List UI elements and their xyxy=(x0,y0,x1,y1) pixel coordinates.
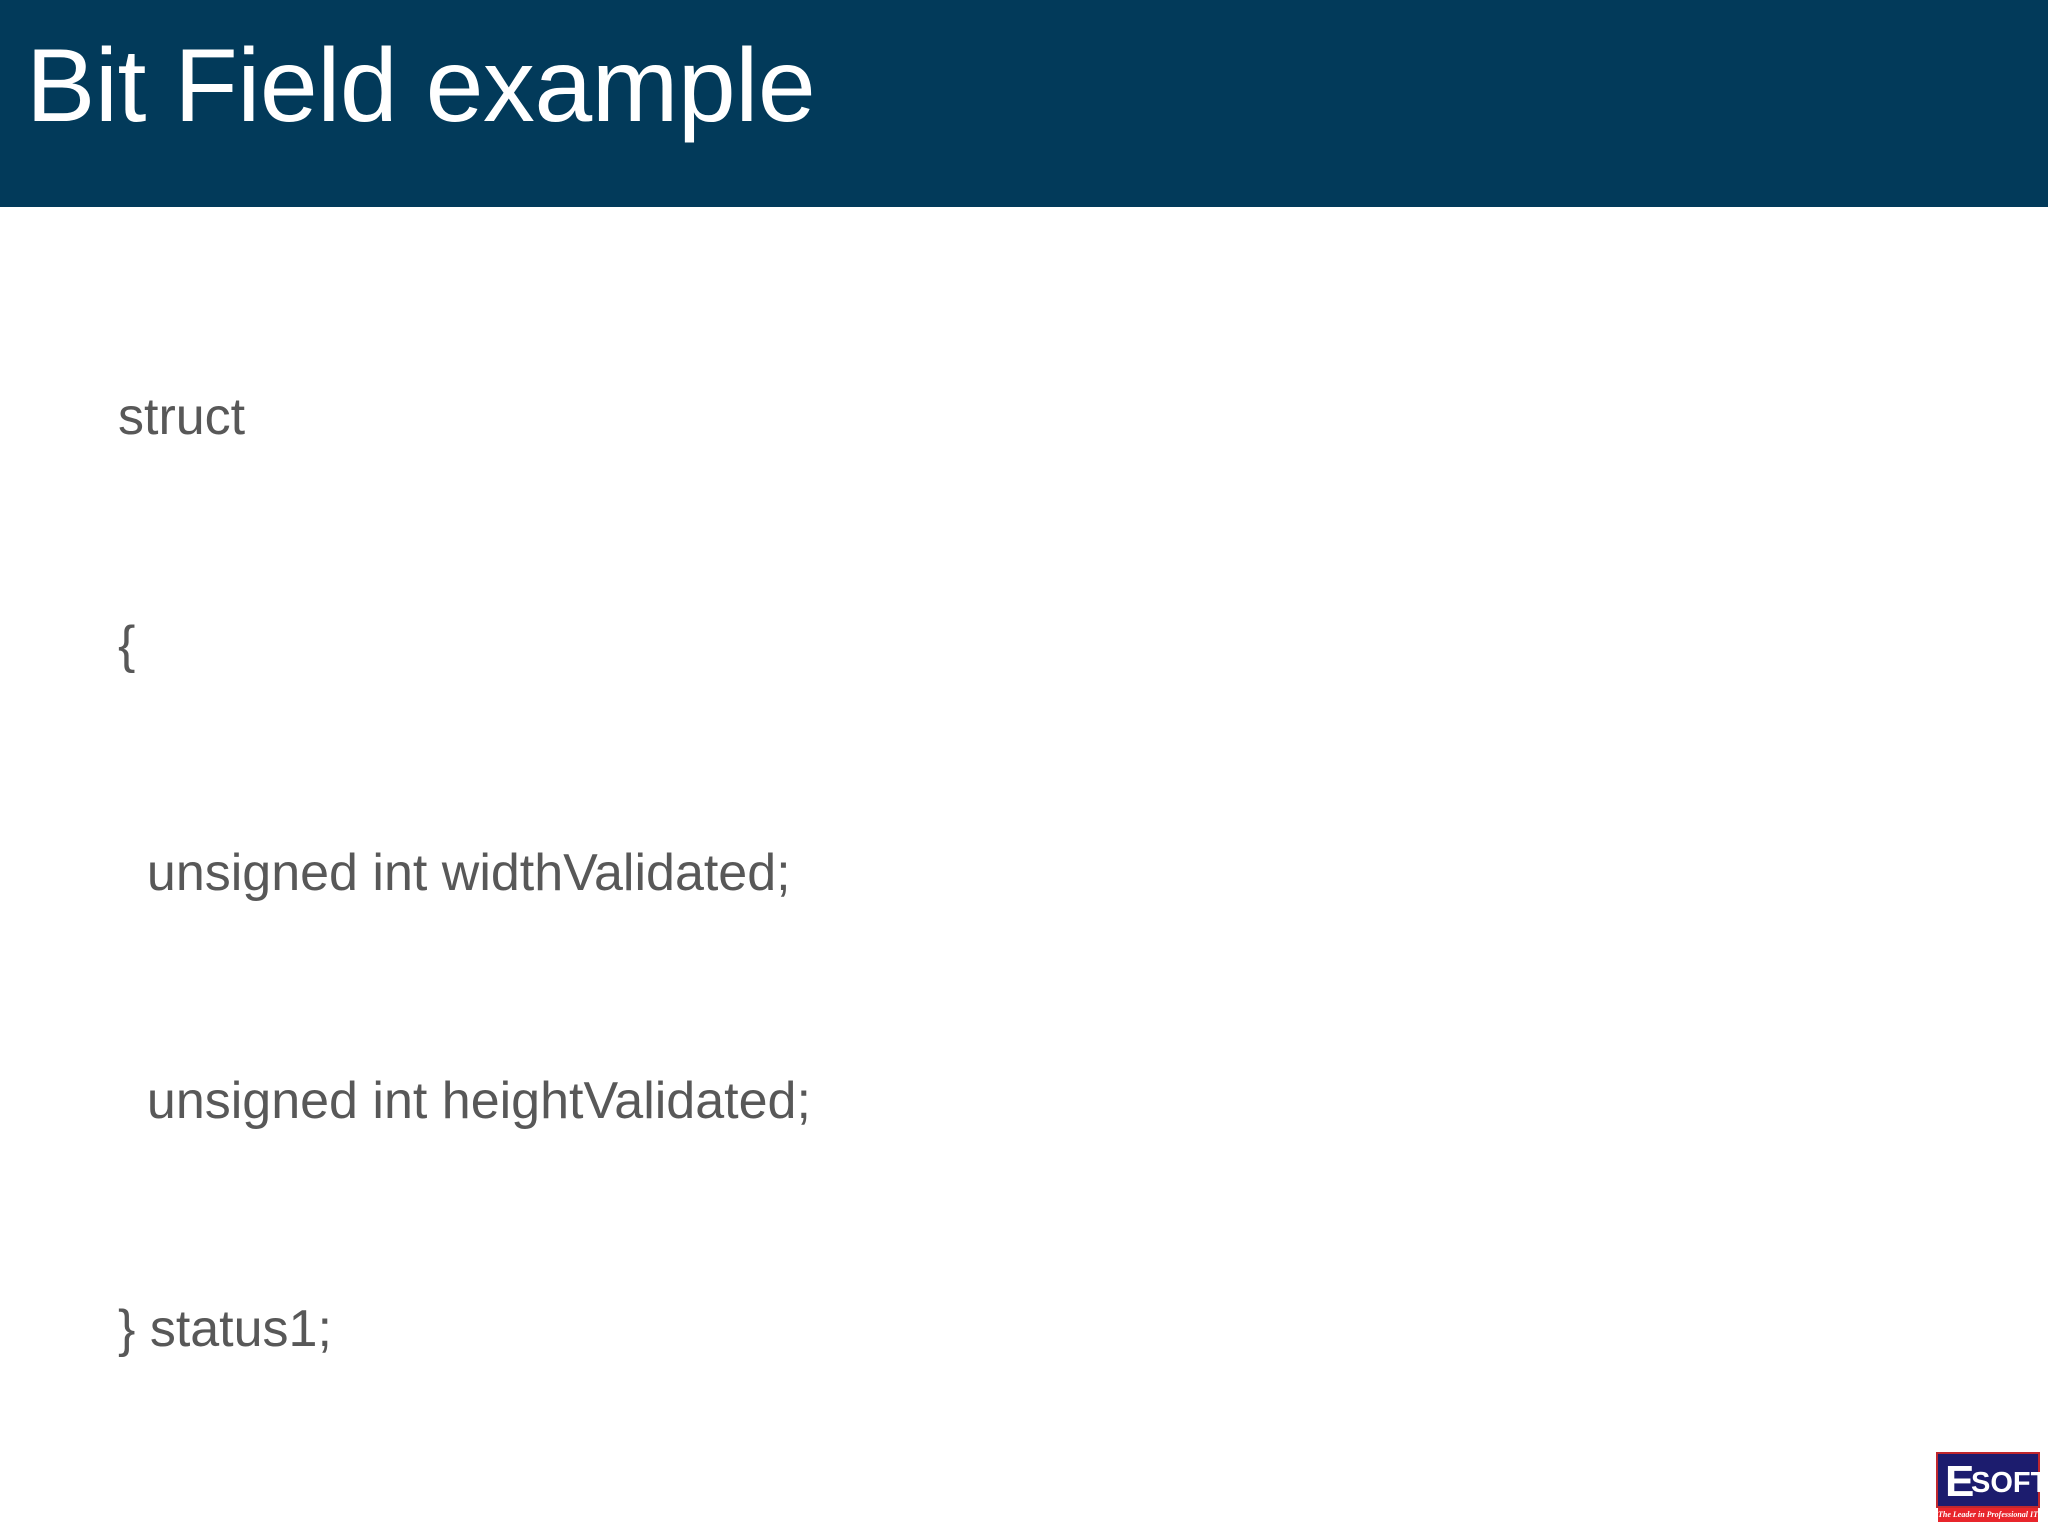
code-line: unsigned int widthValidated; xyxy=(118,844,791,902)
logo-word-soft: SOFT xyxy=(1971,1467,2048,1499)
code-line: { xyxy=(118,616,136,674)
logo-box: E SOFT xyxy=(1936,1452,2048,1508)
slide-title-bar: Bit Field example xyxy=(0,0,2048,207)
code-block: struct { unsigned int widthValidated; un… xyxy=(118,227,1978,1536)
page-title: Bit Field example xyxy=(26,28,816,144)
code-line: } status1; xyxy=(118,1300,332,1358)
code-line-blank xyxy=(118,1519,1978,1536)
code-line: unsigned int heightValidated; xyxy=(118,1072,811,1130)
logo-tagline: The Leader in Professional IT Education xyxy=(1938,1508,2038,1522)
esoft-logo: E SOFT The Leader in Professional IT Edu… xyxy=(1936,1452,2048,1524)
code-line: struct xyxy=(118,388,246,446)
slide-content: struct { unsigned int widthValidated; un… xyxy=(0,207,2048,1536)
logo-letter-e: E xyxy=(1945,1457,1974,1506)
